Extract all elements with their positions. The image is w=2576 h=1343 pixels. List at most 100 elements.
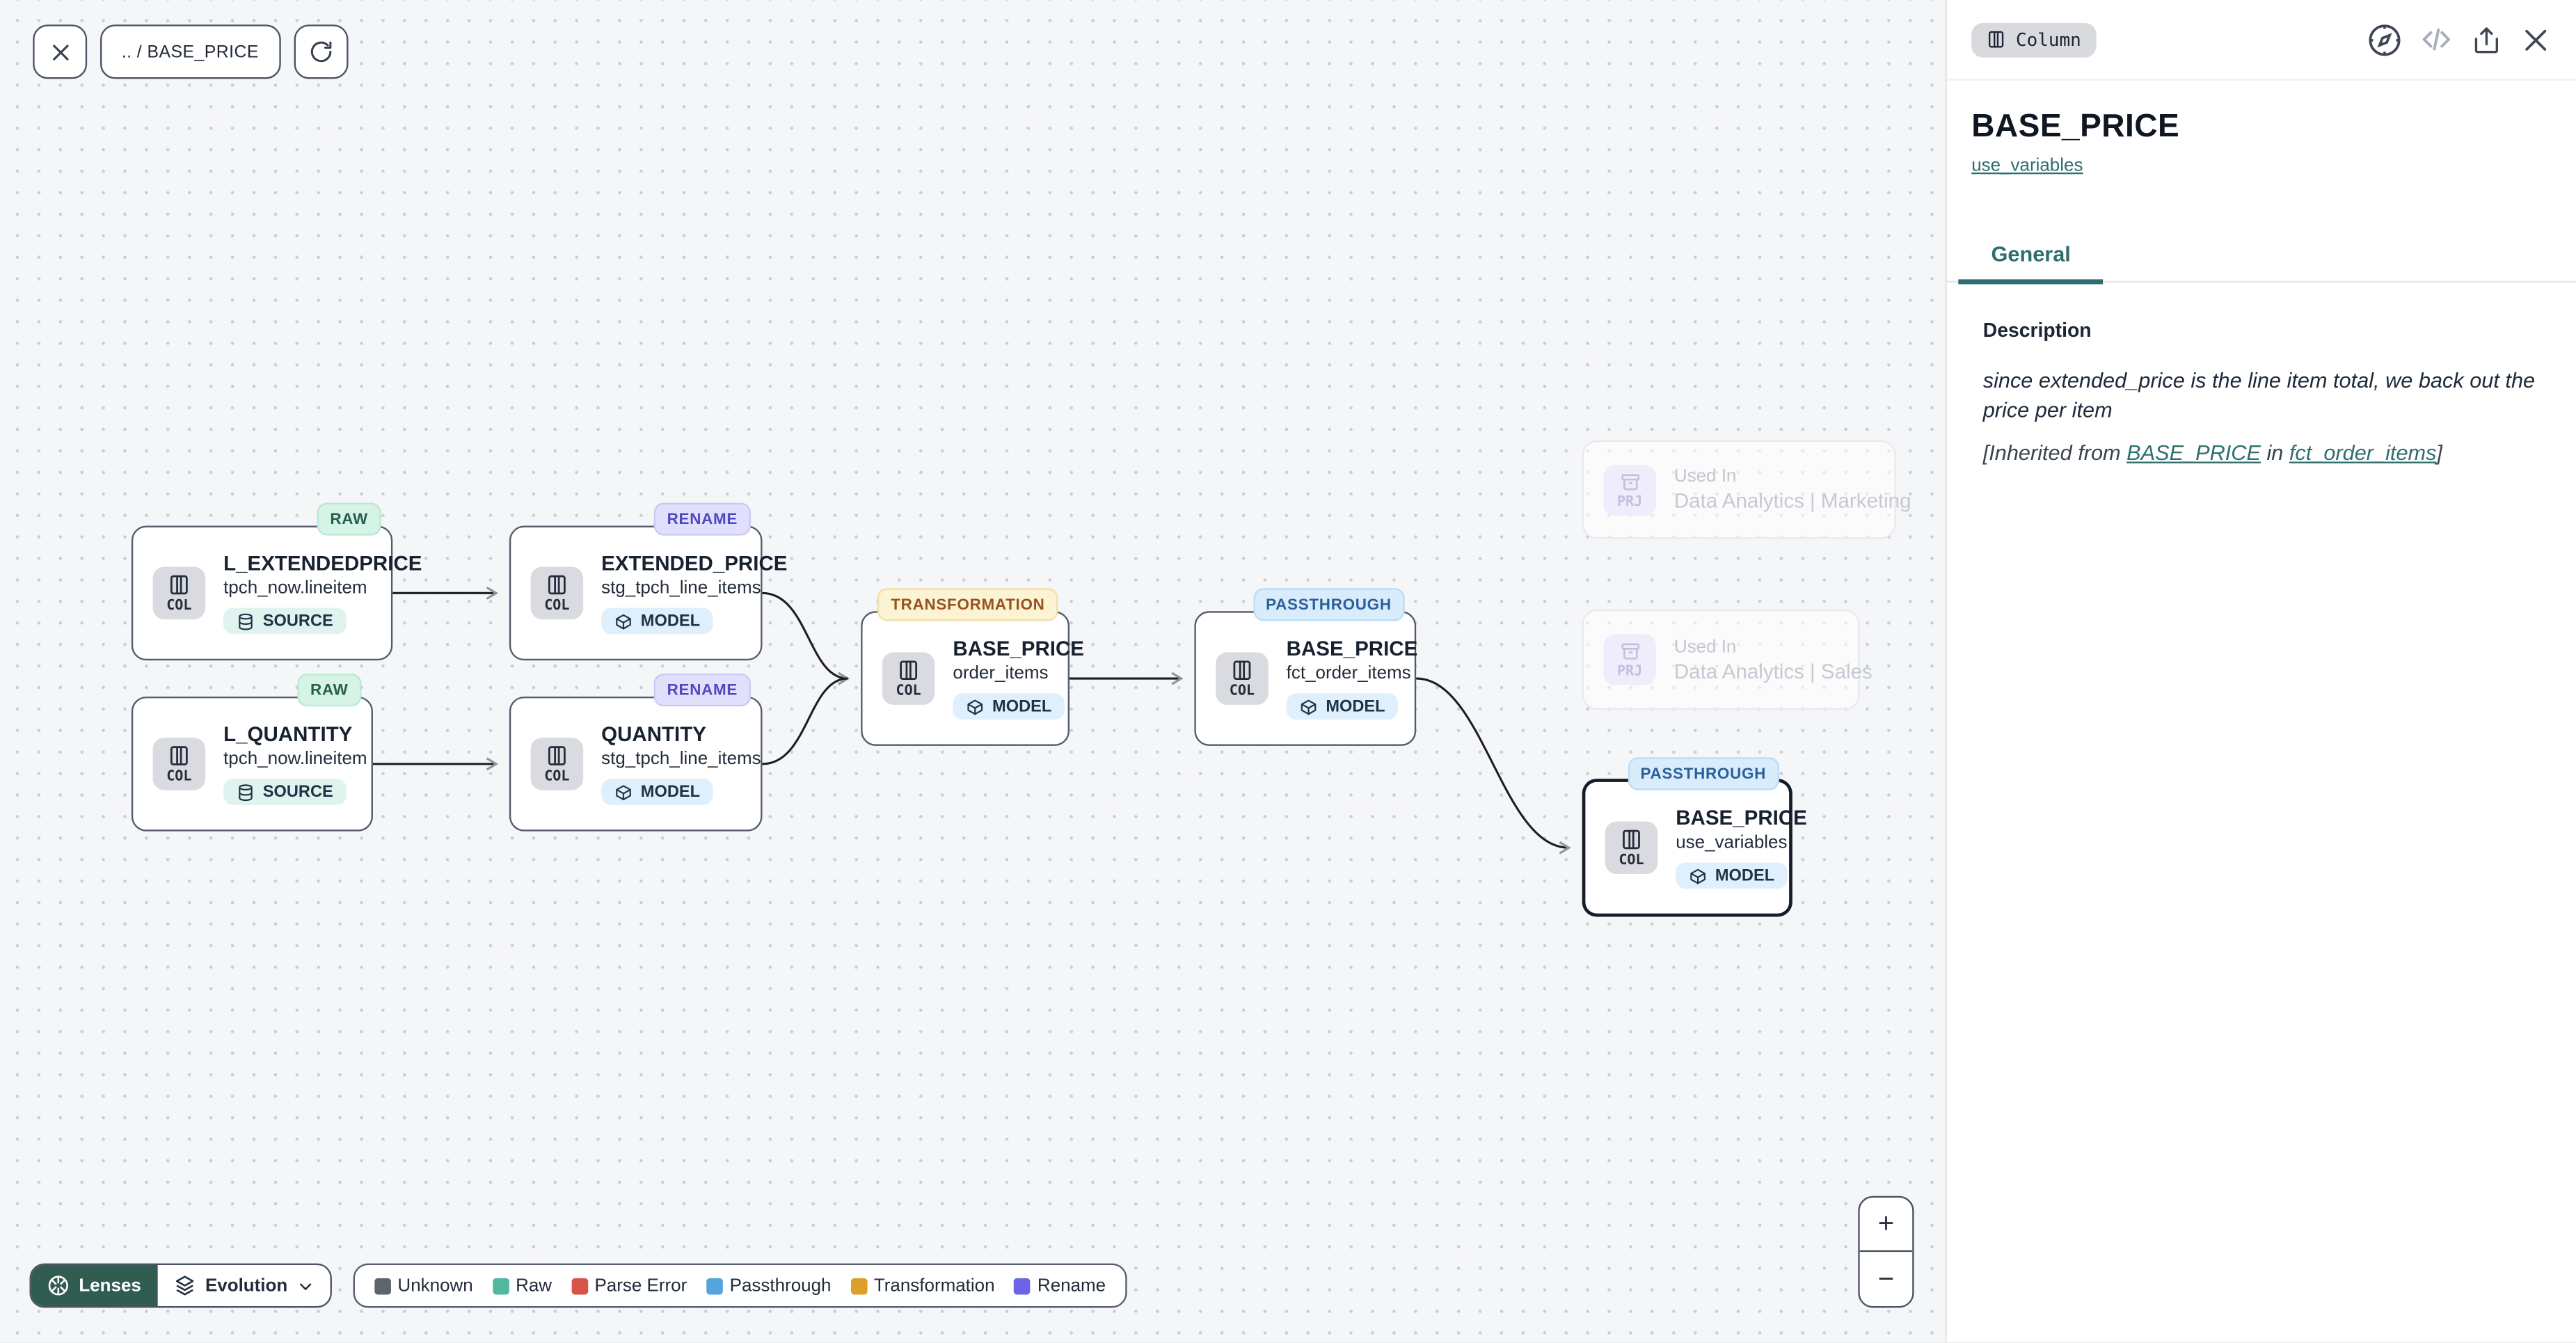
used-in-card-sales[interactable]: PRJ Used In Data Analytics | Sales	[1582, 610, 1860, 710]
column-kind-chip: COL	[153, 567, 206, 620]
node-title: L_EXTENDEDPRICE	[223, 552, 371, 575]
columns-icon	[1986, 29, 2005, 49]
lens-badge: RAW	[297, 674, 361, 706]
database-icon	[237, 612, 255, 630]
node-subtitle: order_items	[953, 664, 1048, 683]
node-base-price-use-variables[interactable]: PASSTHROUGH COL BASE_PRICE use_variables…	[1582, 779, 1792, 916]
zoom-out-button[interactable]: −	[1860, 1253, 1913, 1307]
panel-tabs: General	[1947, 235, 2576, 283]
model-link[interactable]: use_variables	[1971, 156, 2083, 175]
node-subtitle: fct_order_items	[1287, 664, 1395, 683]
canvas-footer: Lenses Evolution Unknown Raw Parse Error…	[29, 1264, 1127, 1309]
columns-icon	[1620, 828, 1643, 851]
lens-badge: TRANSFORMATION	[877, 588, 1058, 621]
legend-item: Parse Error	[571, 1276, 687, 1296]
node-l-extendedprice[interactable]: RAW COL L_EXTENDEDPRICE tpch_now.lineite…	[132, 526, 392, 661]
legend-swatch	[374, 1278, 391, 1295]
lenses-button[interactable]: Lenses	[31, 1266, 158, 1307]
column-kind-chip: COL	[882, 652, 935, 705]
columns-icon	[897, 659, 920, 682]
column-kind-chip: COL	[153, 738, 206, 790]
column-kind-chip: COL	[531, 567, 584, 620]
node-subtitle: tpch_now.lineitem	[223, 578, 371, 598]
tab-general[interactable]: General	[1958, 235, 2104, 281]
entity-type-badge: Column	[1971, 22, 2096, 57]
chevron-down-icon	[297, 1278, 314, 1295]
node-subtitle: stg_tpch_line_items	[601, 749, 741, 769]
columns-icon	[168, 745, 191, 768]
node-title: BASE_PRICE	[953, 637, 1048, 660]
node-title: BASE_PRICE	[1676, 806, 1770, 829]
panel-title: BASE_PRICE	[1971, 109, 2551, 146]
column-kind-chip: COL	[531, 738, 584, 790]
used-in-label: Used In	[1674, 637, 1873, 656]
used-in-card-marketing[interactable]: PRJ Used In Data Analytics | Marketing	[1582, 440, 1896, 539]
node-title: BASE_PRICE	[1287, 637, 1395, 660]
node-base-price-fct-order-items[interactable]: PASSTHROUGH COL BASE_PRICE fct_order_ite…	[1194, 611, 1416, 746]
panel-header: Column	[1947, 0, 2576, 81]
inherited-model-link[interactable]: fct_order_items	[2289, 440, 2437, 465]
inherited-column-link[interactable]: BASE_PRICE	[2126, 440, 2261, 465]
columns-icon	[546, 573, 569, 596]
column-kind-chip: COL	[1605, 822, 1658, 875]
lens-selector-dropdown[interactable]: Evolution	[157, 1266, 330, 1307]
cube-icon	[1300, 697, 1318, 715]
details-panel: Column BASE_PRICE use_variables General …	[1945, 0, 2576, 1343]
breadcrumb-label: .. / BASE_PRICE	[122, 42, 259, 61]
code-icon[interactable]	[2420, 23, 2453, 56]
lenses-control: Lenses Evolution	[29, 1264, 331, 1309]
project-kind-chip: PRJ	[1603, 464, 1656, 515]
archive-icon	[1619, 641, 1641, 662]
archive-icon	[1619, 470, 1641, 492]
columns-icon	[1230, 659, 1253, 682]
refresh-button[interactable]	[294, 24, 348, 79]
canvas-toolbar: .. / BASE_PRICE	[33, 24, 347, 79]
node-l-quantity[interactable]: RAW COL L_QUANTITY tpch_now.lineitem SOU…	[132, 697, 373, 832]
panel-content: BASE_PRICE use_variables General Descrip…	[1947, 109, 2576, 466]
description-inherited: [Inherited from BASE_PRICE in fct_order_…	[1983, 440, 2552, 465]
description-section: Description since extended_price is the …	[1971, 319, 2551, 465]
refresh-icon	[308, 40, 333, 64]
cube-icon	[614, 783, 633, 801]
close-panel-icon[interactable]	[2520, 24, 2552, 55]
legend-swatch	[707, 1278, 724, 1295]
lens-badge: RENAME	[654, 502, 751, 535]
model-chip: MODEL	[1287, 693, 1399, 720]
aperture-icon	[47, 1276, 69, 1297]
layers-icon	[174, 1276, 196, 1297]
lineage-canvas[interactable]: .. / BASE_PRICE RAW COL L_EXTENDEDPRICE …	[0, 0, 1945, 1343]
used-in-value: Data Analytics | Sales	[1674, 660, 1873, 683]
node-quantity[interactable]: RENAME COL QUANTITY stg_tpch_line_items …	[509, 697, 763, 832]
legend-item: Unknown	[374, 1276, 472, 1296]
database-icon	[237, 783, 255, 801]
zoom-in-button[interactable]: +	[1860, 1198, 1913, 1253]
legend-item: Rename	[1015, 1276, 1106, 1296]
lens-selected-label: Evolution	[205, 1276, 287, 1296]
legend-swatch	[1015, 1278, 1031, 1295]
legend-item: Transformation	[851, 1276, 995, 1296]
description-heading: Description	[1983, 319, 2552, 342]
column-kind-chip: COL	[1216, 652, 1269, 705]
source-chip: SOURCE	[223, 779, 347, 805]
panel-actions	[2367, 22, 2551, 57]
model-chip: MODEL	[1676, 863, 1788, 889]
description-body: since extended_price is the line item to…	[1983, 367, 2545, 424]
node-extended-price[interactable]: RENAME COL EXTENDED_PRICE stg_tpch_line_…	[509, 526, 763, 661]
source-chip: SOURCE	[223, 608, 347, 635]
legend-swatch	[571, 1278, 588, 1295]
compass-icon[interactable]	[2367, 22, 2402, 57]
breadcrumb[interactable]: .. / BASE_PRICE	[100, 24, 280, 79]
node-subtitle: stg_tpch_line_items	[601, 578, 741, 598]
legend-item: Raw	[493, 1276, 552, 1296]
columns-icon	[168, 573, 191, 596]
node-subtitle: tpch_now.lineitem	[223, 749, 351, 769]
model-chip: MODEL	[601, 779, 713, 805]
share-icon[interactable]	[2471, 24, 2502, 55]
node-title: L_QUANTITY	[223, 723, 351, 746]
close-lineage-button[interactable]	[33, 24, 87, 79]
model-chip: MODEL	[601, 608, 713, 635]
node-title: QUANTITY	[601, 723, 741, 746]
node-base-price-order-items[interactable]: TRANSFORMATION COL BASE_PRICE order_item…	[861, 611, 1070, 746]
lens-badge: PASSTHROUGH	[1253, 588, 1404, 621]
